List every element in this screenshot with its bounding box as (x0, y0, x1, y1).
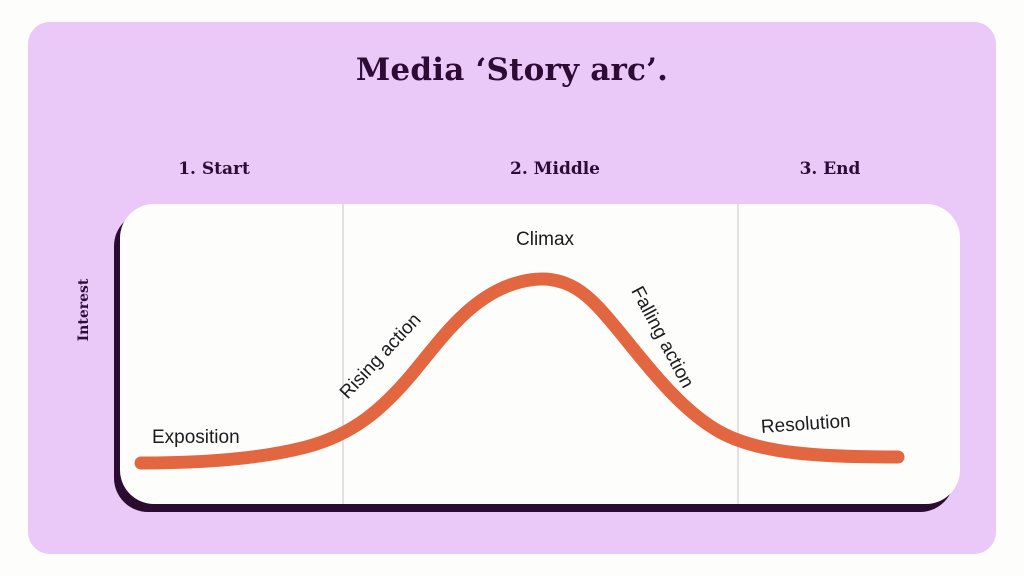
story-arc-curve (134, 272, 905, 470)
stage-divider-middle-end (737, 204, 739, 504)
stage-label-start: 1. Start (178, 159, 250, 179)
annotation-exposition: Exposition (152, 427, 240, 448)
stage-divider-start-middle (342, 204, 344, 504)
y-axis-label: Interest (76, 278, 92, 342)
stage-label-middle: 2. Middle (510, 159, 600, 179)
annotation-climax: Climax (516, 229, 575, 250)
page-title: Media ‘Story arc’. (355, 52, 669, 88)
stage-label-end: 3. End (799, 159, 861, 179)
chart-card (120, 204, 960, 504)
